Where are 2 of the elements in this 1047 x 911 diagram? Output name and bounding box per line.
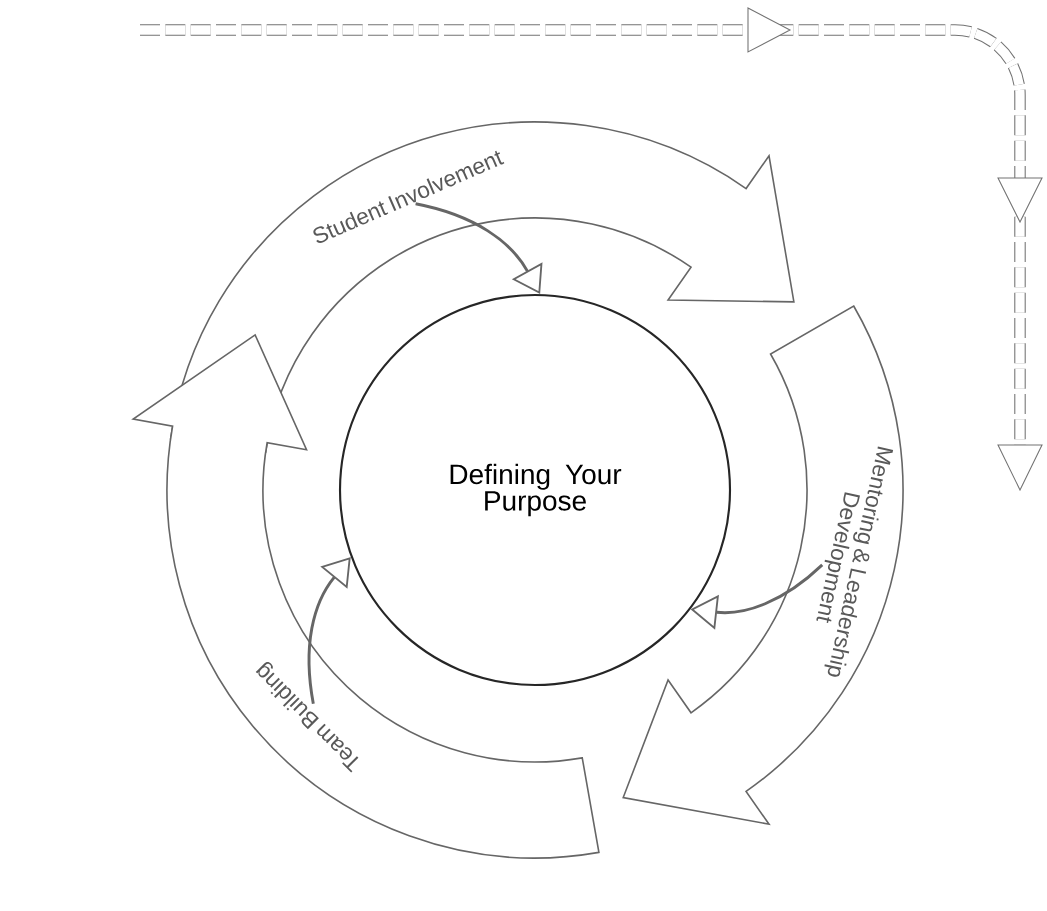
arrow: [415, 202, 543, 294]
arrow: [307, 557, 351, 704]
